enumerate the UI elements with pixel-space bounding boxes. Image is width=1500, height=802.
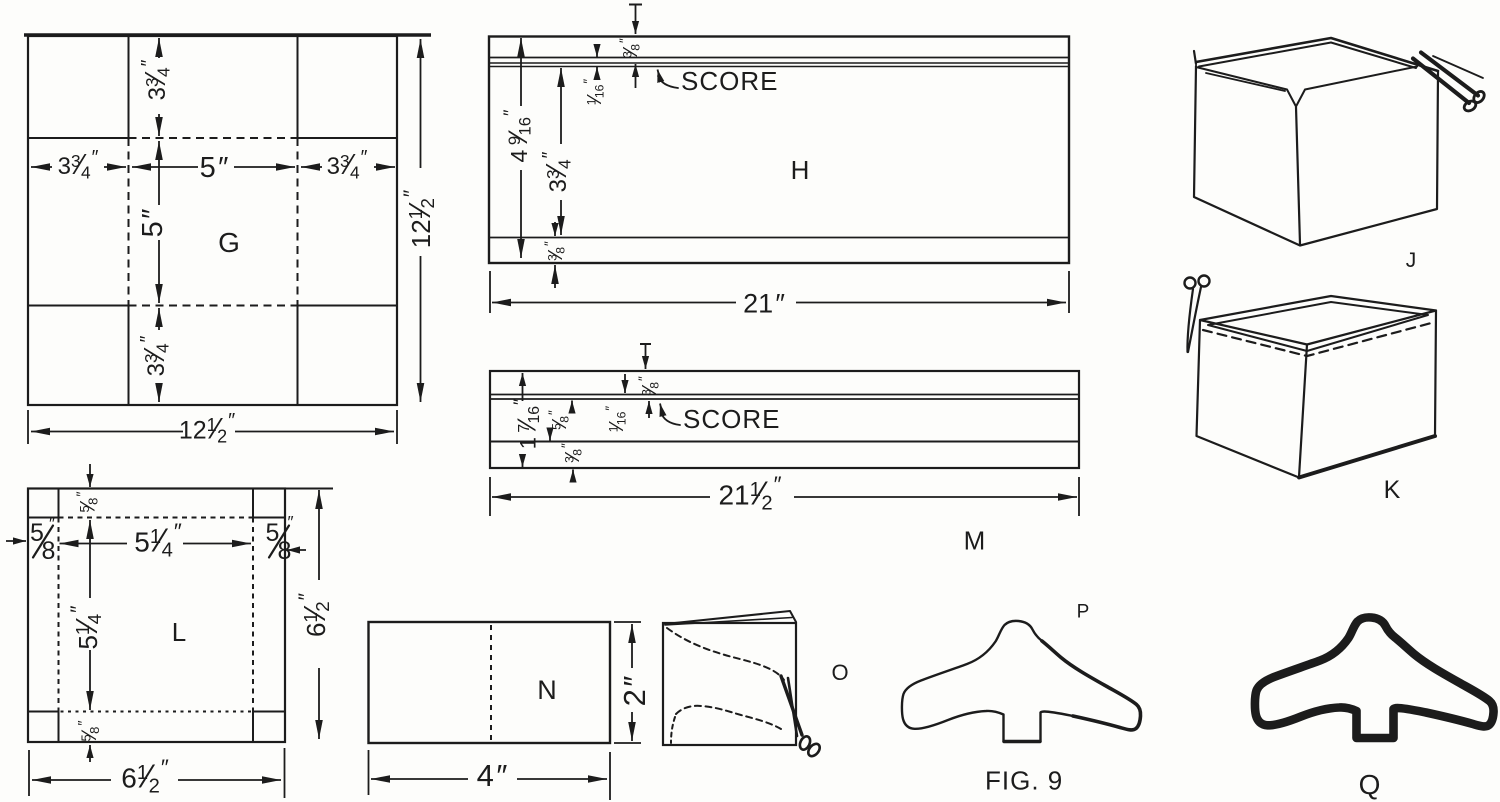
svg-text:5: 5 [266, 519, 280, 547]
svg-text:L: L [172, 617, 186, 647]
svg-text:3⁄8″: 3⁄8″ [617, 38, 643, 58]
svg-text:SCORE: SCORE [681, 66, 778, 96]
svg-text:″: ″ [49, 514, 55, 533]
svg-text:P: P [1077, 602, 1090, 623]
svg-text:3⁄8″: 3⁄8″ [636, 376, 662, 396]
svg-text:J: J [1406, 249, 1417, 272]
svg-text:O: O [831, 660, 848, 685]
svg-text:4 ″: 4 ″ [477, 758, 508, 793]
svg-text:1⁄16″: 1⁄16″ [581, 79, 607, 106]
svg-text:N: N [537, 675, 557, 705]
svg-text:″: ″ [287, 513, 293, 532]
svg-text:SCORE: SCORE [683, 404, 780, 434]
svg-text:1⁄16″: 1⁄16″ [603, 406, 629, 433]
svg-text:2 ″: 2 ″ [617, 676, 652, 707]
svg-text:8: 8 [42, 537, 56, 565]
svg-text:3⁄8″: 3⁄8″ [542, 241, 568, 261]
svg-text:Q: Q [1359, 769, 1381, 800]
svg-text:5 ″: 5 ″ [200, 152, 229, 184]
svg-text:M: M [964, 526, 986, 556]
svg-text:H: H [791, 155, 810, 185]
svg-text:8: 8 [278, 537, 292, 565]
svg-text:3⁄8″: 3⁄8″ [559, 443, 585, 463]
svg-text:21 ″: 21 ″ [743, 289, 785, 319]
svg-text:K: K [1384, 476, 1401, 504]
svg-text:33⁄4″: 33⁄4″ [539, 151, 574, 192]
svg-text:G: G [218, 227, 240, 258]
svg-text:5 ″: 5 ″ [137, 209, 169, 238]
svg-text:5: 5 [30, 519, 44, 547]
svg-text:FIG. 9: FIG. 9 [985, 766, 1063, 796]
svg-text:5⁄8″: 5⁄8″ [546, 410, 572, 430]
svg-text:1 7⁄16″: 1 7⁄16″ [510, 399, 544, 450]
